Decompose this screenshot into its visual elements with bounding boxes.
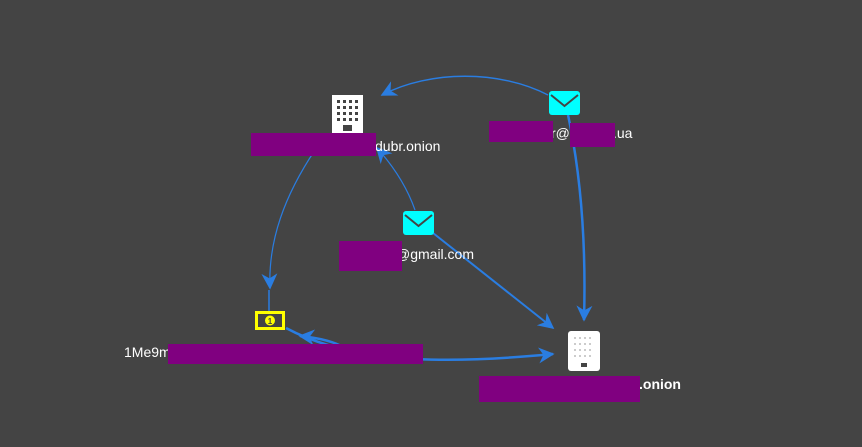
- edge-building-to-bitcoin: [261, 149, 316, 290]
- node-label-bitcoin-address: 1Me9m: [124, 344, 171, 360]
- node-server-onion[interactable]: .onion: [479, 331, 681, 402]
- envelope-icon: [549, 91, 580, 115]
- edge-gmail-to-building: [375, 146, 416, 211]
- redaction-bar: [168, 344, 423, 364]
- edge-email-ua-to-building: [380, 75, 549, 96]
- node-building-onion[interactable]: dubr.onion: [251, 95, 440, 156]
- envelope-icon: [403, 211, 434, 235]
- server-icon: [568, 331, 600, 371]
- redaction-bar: [570, 123, 615, 147]
- node-label-building-onion: dubr.onion: [375, 138, 440, 154]
- node-label-email-gmail: @gmail.com: [396, 246, 474, 262]
- node-email-ua[interactable]: r@s .ua: [489, 91, 633, 147]
- office-building-icon: [332, 95, 363, 133]
- redaction-bar: [251, 133, 376, 156]
- node-label-email-ua-tail: .ua: [613, 125, 633, 141]
- node-email-gmail[interactable]: @gmail.com: [339, 211, 474, 271]
- svg-text:1: 1: [268, 317, 273, 326]
- edge-gmail-to-server: [432, 232, 555, 329]
- redaction-bar: [339, 241, 402, 271]
- redaction-bar: [479, 376, 640, 402]
- node-label-server-onion: .onion: [639, 376, 681, 392]
- node-bitcoin-address[interactable]: 1 1Me9m: [124, 311, 423, 364]
- banknote-icon: 1: [255, 311, 285, 330]
- redaction-bar: [489, 121, 553, 142]
